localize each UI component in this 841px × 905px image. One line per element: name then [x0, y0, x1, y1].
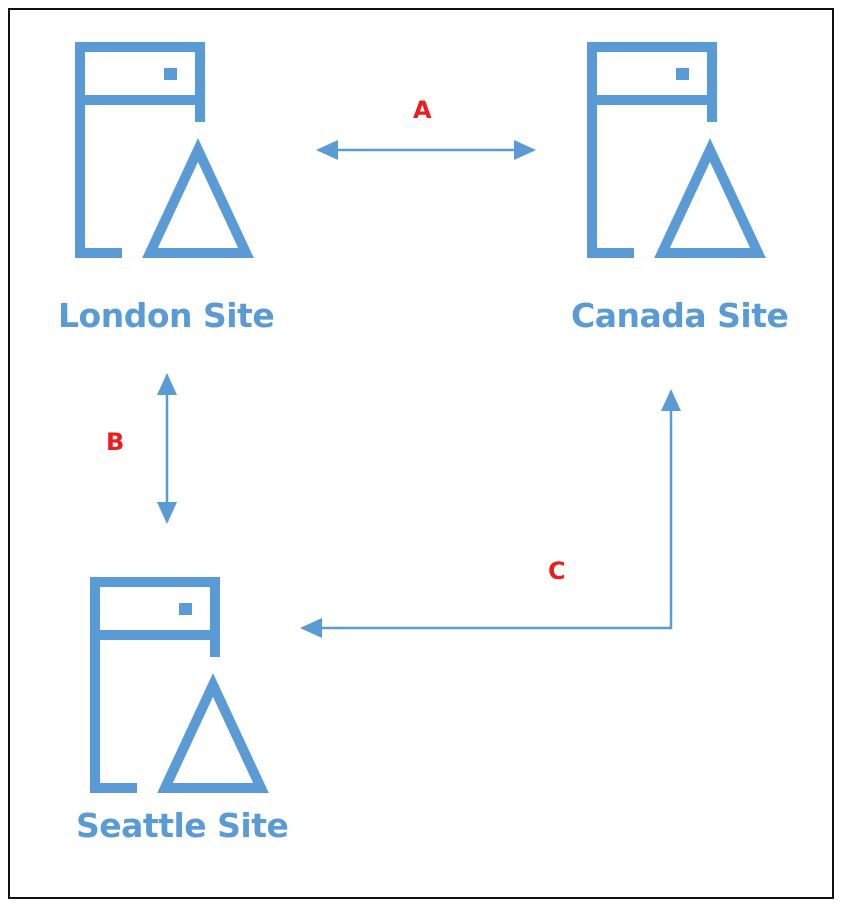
server-icon-seattle [95, 582, 261, 793]
server-icon-canada [592, 47, 758, 258]
link-label-a: A [413, 96, 432, 124]
site-label-canada: Canada Site [571, 296, 789, 335]
link-label-b: B [106, 428, 125, 456]
server-icon-london [80, 47, 246, 258]
diagram-frame [8, 8, 834, 899]
site-label-seattle: Seattle Site [76, 806, 289, 845]
link-arrow-c [300, 389, 681, 638]
link-label-c: C [548, 557, 566, 585]
site-label-london: London Site [58, 296, 275, 335]
